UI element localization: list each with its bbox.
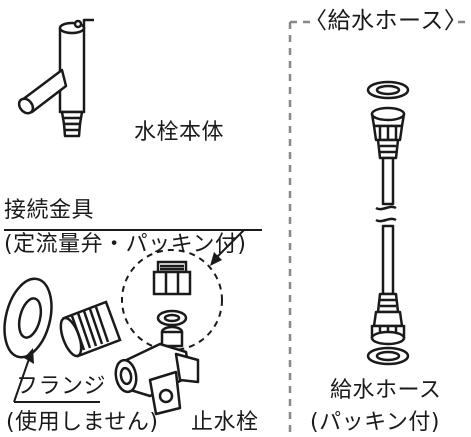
faucet-body-illustration bbox=[17, 18, 94, 138]
flange-leader bbox=[13, 355, 100, 403]
flange-label: フランジ bbox=[16, 374, 107, 399]
hose-note-label: (パッキン付) bbox=[310, 410, 441, 435]
flange-illustration bbox=[3, 277, 53, 359]
section-divider bbox=[288, 20, 471, 437]
stop-valve-illustration bbox=[114, 325, 200, 416]
flange-note-label: (使用しません) bbox=[6, 410, 159, 435]
connector-label: 接続金具 bbox=[4, 198, 95, 223]
faucet-body-label: 水栓本体 bbox=[134, 120, 225, 145]
flange-arrowhead bbox=[24, 348, 34, 364]
hose-section-heading: 〈給水ホース〉 bbox=[304, 8, 468, 34]
supply-hose-illustration bbox=[366, 80, 410, 366]
stop-valve-label: 止水栓 bbox=[191, 410, 259, 435]
hose-label: 給水ホース bbox=[330, 378, 442, 403]
connector-arrowhead bbox=[210, 252, 222, 266]
pipe-nipple-illustration bbox=[59, 300, 122, 358]
connector-leader bbox=[4, 229, 262, 259]
connector-note-label: (定流量弁・パッキン付) bbox=[4, 232, 247, 257]
connector-nut-illustration bbox=[152, 260, 192, 327]
